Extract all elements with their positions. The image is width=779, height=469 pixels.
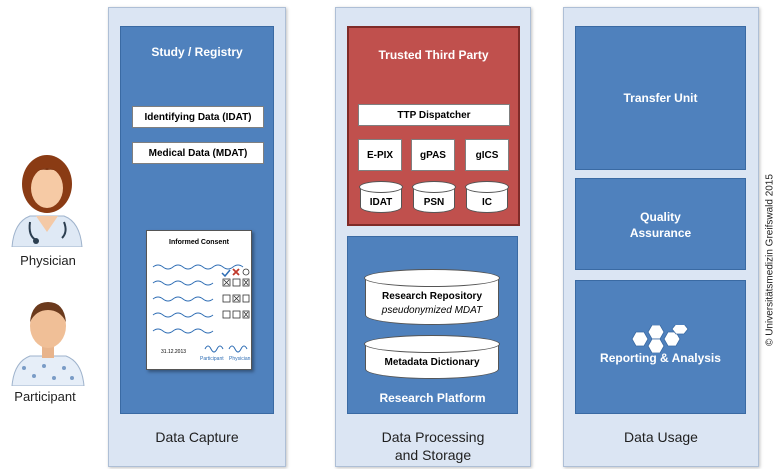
reporting-analysis-label: Reporting & Analysis (600, 351, 721, 365)
ic-store-cylinder: IC (465, 181, 509, 213)
study-registry-panel: Study / Registry Identifying Data (IDAT)… (120, 26, 274, 414)
psn-store-cylinder: PSN (412, 181, 456, 213)
idat-store-label: IDAT (369, 197, 393, 208)
physician-label: Physician (20, 253, 76, 268)
research-platform-panel: Research Repository pseudonymized MDAT M… (347, 236, 518, 414)
research-platform-title: Research Platform (379, 391, 486, 405)
study-registry-title: Study / Registry (151, 45, 243, 59)
idat-box: Identifying Data (IDAT) (132, 106, 264, 128)
copyright-notice: © Universitätsmedizin Greifswald 2015 (763, 60, 777, 460)
consent-signature-participant: Participant (200, 356, 224, 362)
participant-label: Participant (14, 389, 76, 404)
consent-signature-physician: Physician (229, 356, 251, 362)
quality-assurance-label-line2: Assurance (629, 226, 692, 240)
hexagon-network-icon (631, 325, 689, 353)
quality-assurance-panel: Quality Assurance (575, 178, 746, 270)
psn-store-label: PSN (423, 197, 445, 208)
gics-box: gICS (465, 139, 509, 171)
copyright-text: © Universitätsmedizin Greifswald 2015 (764, 174, 776, 346)
data-capture-column: Study / Registry Identifying Data (IDAT)… (108, 7, 286, 467)
data-processing-column: Trusted Third Party TTP Dispatcher E-PIX… (335, 7, 531, 467)
epix-box: E-PIX (358, 139, 402, 171)
data-usage-column: Transfer Unit Quality Assurance Reportin… (563, 7, 759, 467)
metadata-dictionary-cylinder: Metadata Dictionary (364, 335, 500, 379)
metadata-dictionary-label: Metadata Dictionary (384, 357, 480, 368)
trusted-third-party-title: Trusted Third Party (378, 48, 489, 62)
quality-assurance-label-line1: Quality (640, 210, 681, 224)
mdat-box: Medical Data (MDAT) (132, 142, 264, 164)
data-capture-label: Data Capture (155, 429, 239, 445)
transfer-unit-panel: Transfer Unit (575, 26, 746, 170)
data-processing-label-line1: Data Processing (381, 429, 485, 445)
ttp-dispatcher-box: TTP Dispatcher (358, 104, 510, 126)
informed-consent-title: Informed Consent (169, 239, 229, 246)
idat-store-cylinder: IDAT (359, 181, 403, 213)
physician-icon (6, 152, 88, 248)
participant-icon (8, 296, 88, 387)
reporting-analysis-panel: Reporting & Analysis (575, 280, 746, 414)
data-usage-label: Data Usage (624, 429, 698, 445)
gpas-box: gPAS (411, 139, 455, 171)
informed-consent-document: Informed Consent (146, 230, 252, 370)
research-repository-subtitle: pseudonymized MDAT (381, 305, 483, 316)
trusted-third-party-panel: Trusted Third Party TTP Dispatcher E-PIX… (347, 26, 520, 226)
consent-date: 31.12.2013 (161, 349, 187, 355)
consent-form-lines-icon (152, 264, 250, 353)
research-repository-cylinder: Research Repository pseudonymized MDAT (364, 269, 500, 325)
transfer-unit-label: Transfer Unit (623, 91, 698, 105)
ic-store-label: IC (482, 197, 492, 208)
data-processing-label-line2: and Storage (394, 447, 472, 463)
research-repository-title: Research Repository (381, 291, 483, 302)
